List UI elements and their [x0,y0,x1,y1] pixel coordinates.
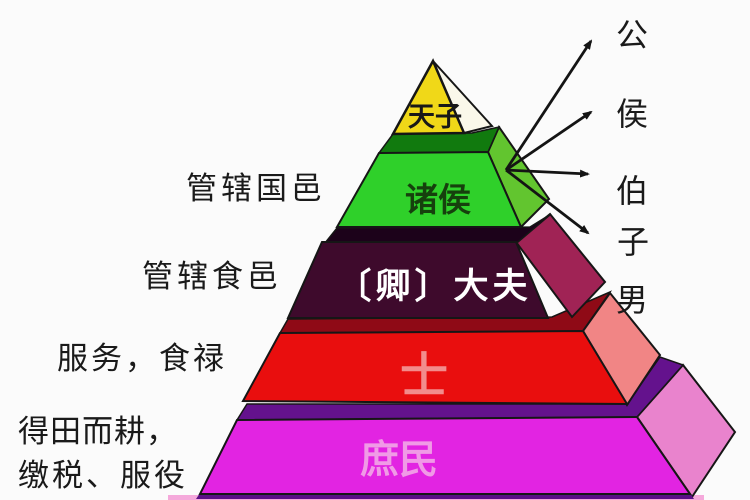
level-tianzi-front-face [390,58,466,136]
arrow-to-bo [505,168,590,178]
level-qing-dafu-front-face [286,241,550,319]
rank-label-hou: 侯 [616,95,648,133]
level-shi-label: 士 [400,348,448,404]
rank-label-bo: 伯 [616,172,648,210]
arrow-to-gong [504,39,593,171]
rank-label-gong: 公 [616,16,648,54]
level-zhuhou-label: 诸侯 [405,180,471,219]
annotation-qing-dafu: 管辖食邑 [142,259,282,295]
annotation-shumin-line1: 得田而耕， [18,414,178,450]
annotation-shumin-line2: 缴税、服役 [18,458,188,494]
annotation-zhuhou: 管辖国邑 [186,171,326,207]
arrow-to-hou [505,110,593,172]
rank-label-nan: 男 [616,281,648,319]
level-qing-dafu-label: 〔卿〕大夫 [336,266,531,307]
level-zhuhou-front-face [335,150,523,228]
level-shi-front-face [241,329,629,406]
annotation-shi: 服务，食禄 [57,341,227,377]
level-shumin-label: 庶民 [360,437,438,483]
rank-label-zi: 子 [617,223,649,261]
level-shumin-front-face [198,415,692,495]
arrow-to-zi [505,168,590,235]
level-tianzi-label: 天子 [408,102,462,133]
